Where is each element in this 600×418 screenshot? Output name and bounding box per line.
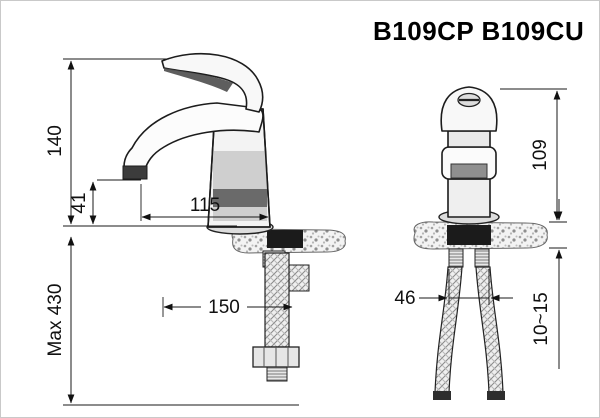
front-aerator-band <box>450 163 488 179</box>
front-dimensions: 109 46 10~15 <box>394 88 567 369</box>
side-body-shading <box>213 151 267 221</box>
side-handle-shading <box>164 68 233 92</box>
side-nut-stub <box>266 366 288 382</box>
side-dimensions: 140 41 115 Max 430 150 <box>45 58 299 406</box>
side-mounting-hole <box>267 230 303 248</box>
front-mounting-hole <box>447 225 491 245</box>
dim-label-109: 109 <box>530 139 551 171</box>
side-elbow-hose <box>288 264 310 292</box>
dim-label-150: 150 <box>208 297 240 318</box>
front-shank-right <box>474 248 490 268</box>
model-title: B109CP B109CU <box>373 16 584 46</box>
front-neck <box>447 130 491 148</box>
side-body-dark-band <box>213 189 267 207</box>
dim-label-115: 115 <box>190 195 220 216</box>
front-hose-right <box>475 266 504 394</box>
front-body <box>447 178 491 218</box>
side-aerator-outlet <box>122 165 148 180</box>
dim-label-max430: Max 430 <box>45 284 66 357</box>
front-view <box>413 86 548 400</box>
front-hose-left <box>434 266 463 394</box>
front-handle-dome <box>440 86 498 132</box>
front-hose-left-end <box>433 391 451 400</box>
front-hose-right-end <box>487 391 505 400</box>
side-view <box>122 52 346 382</box>
dim-label-1015: 10~15 <box>531 292 552 345</box>
front-shank-left <box>448 248 464 268</box>
side-hex-nut <box>252 346 300 368</box>
dim-label-41: 41 <box>69 192 90 213</box>
dim-label-140: 140 <box>45 125 66 157</box>
side-braided-hose <box>264 252 290 348</box>
dim-label-46: 46 <box>394 288 415 309</box>
side-handle <box>161 52 264 113</box>
